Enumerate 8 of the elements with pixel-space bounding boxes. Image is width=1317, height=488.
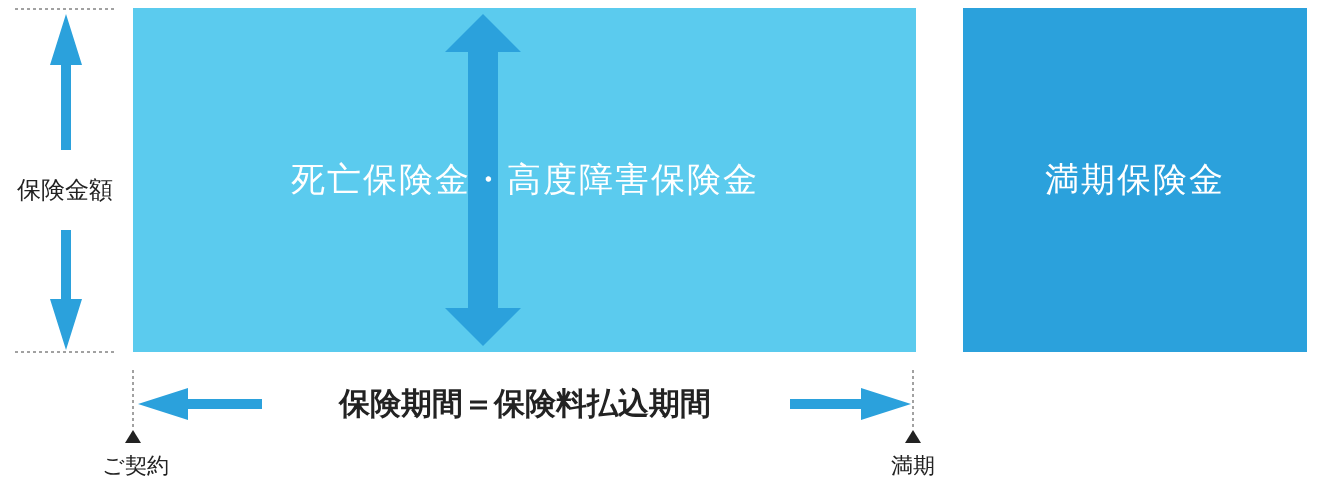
point-label: ご契約: [101, 452, 169, 480]
box-label: 満期保険金: [1045, 158, 1225, 201]
period-label: 保険期間＝保険料払込期間: [339, 384, 711, 423]
point-label: 満期: [891, 452, 935, 480]
axis-label: 保険金額: [17, 175, 113, 206]
benefit-box: [133, 8, 916, 352]
benefit-box: [963, 8, 1307, 352]
box-label: 死亡保険金・高度障害保険金: [290, 158, 759, 201]
